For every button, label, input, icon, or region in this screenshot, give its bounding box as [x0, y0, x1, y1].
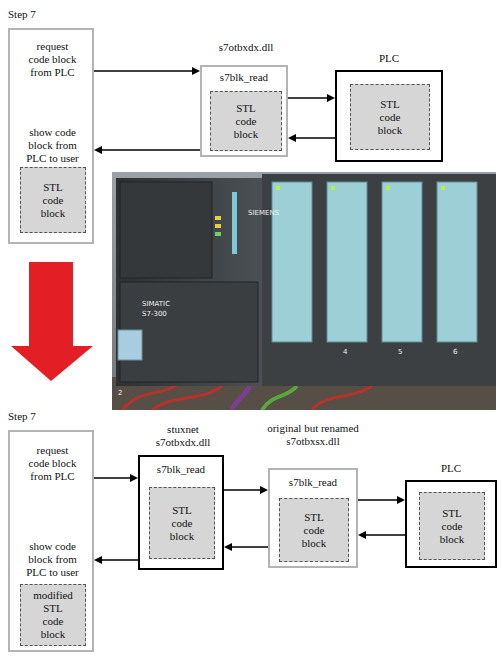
module-box: s7otbxdx.dlls7blk_readSTL code block: [200, 65, 288, 157]
code-block: STL code block: [210, 91, 282, 151]
code-block: STL code block: [419, 492, 485, 560]
box-heading: PLC: [337, 52, 441, 65]
arrow-head: [260, 486, 268, 494]
status-led: [215, 224, 221, 228]
code-text: STL code block: [33, 181, 73, 220]
photo-label: 5: [398, 348, 402, 356]
module-led: [276, 186, 280, 190]
code-text: STL code block: [432, 507, 472, 546]
arrow-line: [358, 499, 397, 501]
module-box: Step 7request code block from PLCshow co…: [8, 28, 94, 244]
plc-box: stuxnet s7otbxdx.dlls7blk_readSTL code b…: [138, 455, 224, 570]
status-led: [215, 232, 221, 236]
photo-label: 6: [453, 348, 457, 356]
code-text: STL code block: [294, 511, 334, 550]
arrow-head: [288, 134, 296, 142]
io-modules: [262, 174, 496, 386]
box-text: request code block from PLC: [25, 444, 80, 483]
photo-label: S7-300: [142, 310, 167, 318]
arrow-line: [94, 477, 130, 479]
arrow-head: [358, 531, 366, 539]
purple-cable: [232, 386, 250, 410]
module-front: [272, 182, 312, 342]
cpu-top-panel: [120, 182, 212, 278]
box-text: show code block from PLC to user: [25, 126, 80, 165]
module-front: [437, 182, 477, 342]
box-text: s7blk_read: [202, 71, 286, 84]
arrow-line: [94, 70, 192, 72]
flow-arrow: [94, 146, 200, 154]
code-text: modified STL code block: [33, 589, 73, 641]
status-led: [215, 216, 221, 220]
arrow-line: [102, 559, 138, 561]
flow-arrow: [224, 486, 268, 494]
module-led: [386, 186, 390, 190]
transition-arrow: [10, 262, 94, 382]
code-block: STL code block: [149, 487, 215, 559]
box-text: show code block from PLC to user: [25, 540, 80, 579]
code-text: STL code block: [162, 504, 202, 543]
arrow-line: [366, 534, 405, 536]
code-block: modified STL code block: [20, 584, 86, 646]
photo-label: SIMATIC: [142, 300, 170, 308]
module-box: original but renamed s7otbxsx.dlls7blk_r…: [268, 468, 358, 568]
arrow-head: [192, 67, 200, 75]
flow-arrow: [288, 134, 335, 142]
box-text: request code block from PLC: [25, 40, 80, 79]
arrow-head: [94, 556, 102, 564]
flow-arrow: [94, 474, 138, 482]
plc-box: PLCSTL code block: [335, 70, 443, 162]
flow-arrow: [224, 543, 268, 551]
code-block: STL code block: [20, 167, 86, 233]
code-text: STL code block: [370, 98, 410, 137]
cpu-module: [116, 178, 262, 386]
box-heading: Step 7: [8, 8, 78, 21]
arrow-head: [130, 474, 138, 482]
module-front: [327, 182, 367, 342]
green-cable: [262, 386, 297, 410]
module-led: [441, 186, 445, 190]
memory-card-label: [118, 330, 142, 360]
box-text: s7blk_read: [270, 476, 356, 489]
arrow-line: [102, 149, 200, 151]
photo-background: [112, 172, 496, 410]
plc-photo: [112, 172, 496, 410]
module-box: Step 7request code block from PLCshow co…: [8, 430, 94, 652]
arrow-line: [288, 97, 327, 99]
arrow-line: [296, 137, 335, 139]
module-front: [382, 182, 422, 342]
box-text: s7blk_read: [140, 463, 222, 476]
arrow-head: [94, 146, 102, 154]
box-heading: stuxnet s7otbxdx.dll: [143, 423, 223, 449]
code-text: STL code block: [226, 102, 266, 141]
photo-label: 2: [118, 389, 122, 397]
box-heading: PLC: [407, 462, 495, 475]
arrow-line: [232, 546, 268, 548]
arrow-head: [397, 496, 405, 504]
flow-arrow: [358, 531, 405, 539]
arrow-head: [224, 543, 232, 551]
plc-box: PLCSTL code block: [405, 480, 497, 568]
cables: [122, 382, 372, 410]
box-heading: original but renamed s7otbxsx.dll: [265, 422, 361, 448]
red-arrow-shape: [11, 262, 93, 381]
module-led: [331, 186, 335, 190]
arrow-line: [224, 489, 260, 491]
flow-arrow: [94, 556, 138, 564]
arrow-head: [327, 94, 335, 102]
flow-arrow: [94, 67, 200, 75]
photo-label: 4: [343, 348, 347, 356]
mode-switch: [232, 192, 237, 254]
code-block: STL code block: [350, 84, 430, 150]
box-heading: s7otbxdx.dll: [192, 41, 300, 54]
flow-arrow: [358, 496, 405, 504]
box-heading: Step 7: [8, 410, 78, 423]
flow-arrow: [288, 94, 335, 102]
photo-label: SIEMENS: [248, 209, 279, 217]
code-block: STL code block: [279, 498, 349, 562]
